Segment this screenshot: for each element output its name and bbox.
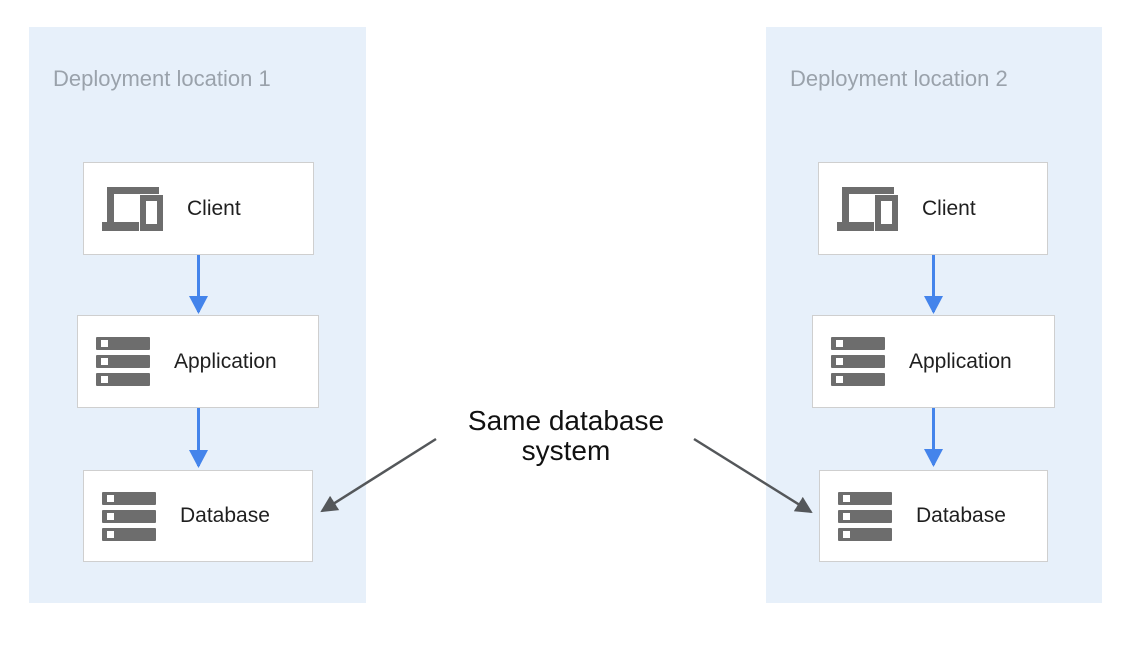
devices-icon: [837, 186, 898, 231]
node-client: Client: [83, 162, 314, 255]
node-database: Database: [83, 470, 313, 562]
annotation-line-2: system: [521, 435, 611, 466]
node-database: Database: [819, 470, 1048, 562]
node-application: Application: [812, 315, 1055, 408]
storage-icon: [831, 337, 885, 386]
deployment-location-1-container: Deployment location 1 Client: [29, 27, 366, 603]
node-label: Application: [174, 349, 277, 373]
storage-icon: [102, 491, 156, 541]
node-label: Database: [180, 504, 270, 527]
devices-icon: [102, 186, 163, 231]
node-client: Client: [818, 162, 1048, 255]
node-label: Client: [922, 196, 976, 220]
node-label: Application: [909, 349, 1012, 373]
same-database-annotation: Same database system: [426, 406, 706, 466]
storage-icon: [96, 337, 150, 386]
panel-title: Deployment location 2: [790, 66, 1008, 91]
node-label: Client: [187, 196, 241, 220]
panel-title: Deployment location 1: [53, 66, 271, 91]
deployment-location-2-container: Deployment location 2 Client: [766, 27, 1102, 603]
node-application: Application: [77, 315, 319, 408]
node-label: Database: [916, 504, 1006, 527]
storage-icon: [838, 491, 892, 541]
annotation-line-1: Same database: [467, 405, 665, 436]
